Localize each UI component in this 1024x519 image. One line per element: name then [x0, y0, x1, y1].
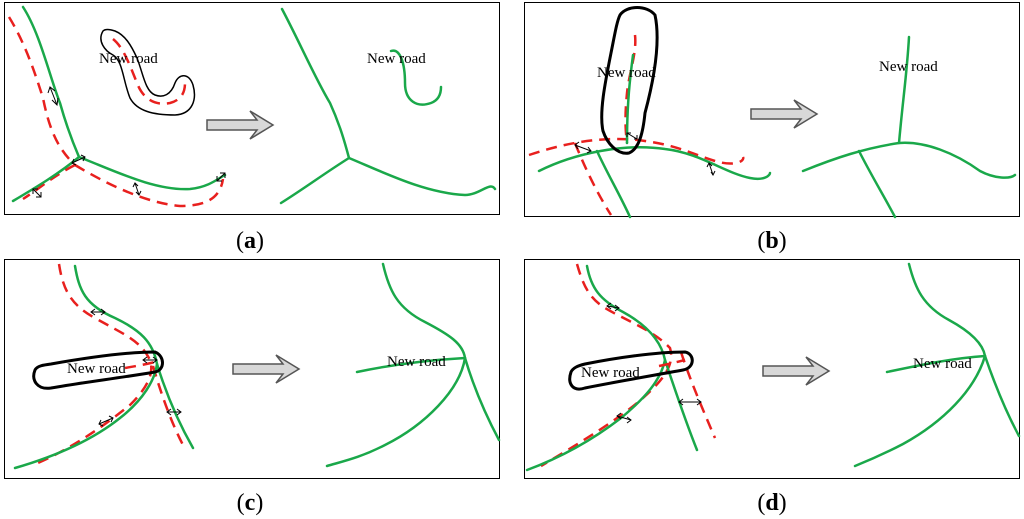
new-road-label: New road: [387, 354, 446, 370]
panel-a: New road New road: [4, 2, 500, 215]
existing-road: [897, 35, 911, 145]
existing-road: [801, 141, 1017, 179]
panel-c: New road New road: [4, 259, 501, 479]
double-headed-arrow-icon: [132, 182, 142, 196]
double-headed-arrow-icon: [606, 302, 620, 312]
new-road-label: New road: [879, 59, 938, 75]
caption-b: (b): [757, 228, 787, 254]
new-road-buffer: [32, 350, 164, 390]
transition-arrow-icon: [762, 356, 831, 386]
double-headed-arrow-icon: [142, 356, 158, 364]
new-road: [389, 49, 443, 106]
caption-d: (d): [757, 490, 787, 516]
double-headed-arrow-icon: [678, 398, 702, 406]
new-road: [658, 358, 686, 368]
existing-road: [279, 156, 351, 205]
new-road: [624, 34, 637, 144]
existing-road: [853, 354, 987, 468]
reference-road: [7, 16, 76, 166]
new-road-label: New road: [99, 51, 158, 67]
existing-road: [11, 155, 81, 203]
reference-road: [573, 142, 613, 216]
reference-road: [151, 365, 185, 446]
existing-road: [537, 146, 772, 181]
double-headed-arrow-icon: [216, 172, 226, 182]
double-headed-arrow-icon: [706, 162, 716, 176]
new-road-buffer: [600, 6, 659, 155]
double-headed-arrow-icon: [32, 188, 42, 198]
panel-b: New road New road: [524, 2, 1020, 219]
existing-road: [355, 356, 467, 374]
new-road-label: New road: [597, 65, 656, 81]
caption-c: (c): [236, 490, 264, 516]
transition-arrow-icon: [232, 354, 301, 384]
existing-road: [155, 362, 195, 450]
double-headed-arrow-icon: [90, 308, 106, 316]
existing-road: [347, 156, 497, 197]
existing-road: [983, 354, 1021, 438]
double-headed-arrow-icon: [71, 154, 86, 166]
transition-arrow-icon: [206, 110, 275, 140]
new-road-label: New road: [367, 51, 426, 67]
existing-road: [21, 5, 81, 159]
panel-d-drawing: [525, 262, 1021, 472]
panel-a-drawing: [7, 5, 497, 208]
double-headed-arrow-icon: [166, 408, 182, 416]
double-headed-arrow-icon: [626, 132, 638, 140]
new-road-label: New road: [913, 356, 972, 372]
existing-road: [663, 358, 699, 452]
existing-road: [885, 354, 987, 374]
existing-road: [463, 356, 501, 442]
existing-road: [381, 262, 467, 360]
panel-d: New road New road: [524, 259, 1021, 479]
existing-road: [595, 149, 632, 219]
transition-arrow-icon: [750, 99, 819, 129]
existing-road: [525, 264, 667, 472]
new-road: [625, 53, 635, 145]
reference-road: [528, 137, 745, 165]
panel-c-drawing: [13, 262, 501, 470]
double-headed-arrow-icon: [574, 141, 592, 154]
double-headed-arrow-icon: [98, 415, 114, 427]
existing-road: [77, 155, 227, 191]
reference-road: [679, 351, 717, 439]
existing-road: [280, 7, 351, 160]
reference-road: [22, 163, 76, 201]
double-headed-arrow-icon: [47, 86, 59, 107]
existing-road: [325, 356, 467, 468]
new-road-buffer: [568, 350, 694, 391]
existing-road: [907, 262, 987, 358]
panel-b-drawing: [528, 6, 1017, 219]
reference-road: [74, 163, 225, 208]
new-road-label: New road: [67, 361, 126, 377]
double-headed-arrow-icon: [616, 412, 632, 424]
caption-a: (a): [236, 228, 264, 254]
reference-road: [32, 263, 153, 467]
new-road: [112, 38, 187, 105]
existing-road: [857, 149, 897, 219]
new-road-buffer: [100, 28, 196, 116]
new-road-label: New road: [581, 365, 640, 381]
